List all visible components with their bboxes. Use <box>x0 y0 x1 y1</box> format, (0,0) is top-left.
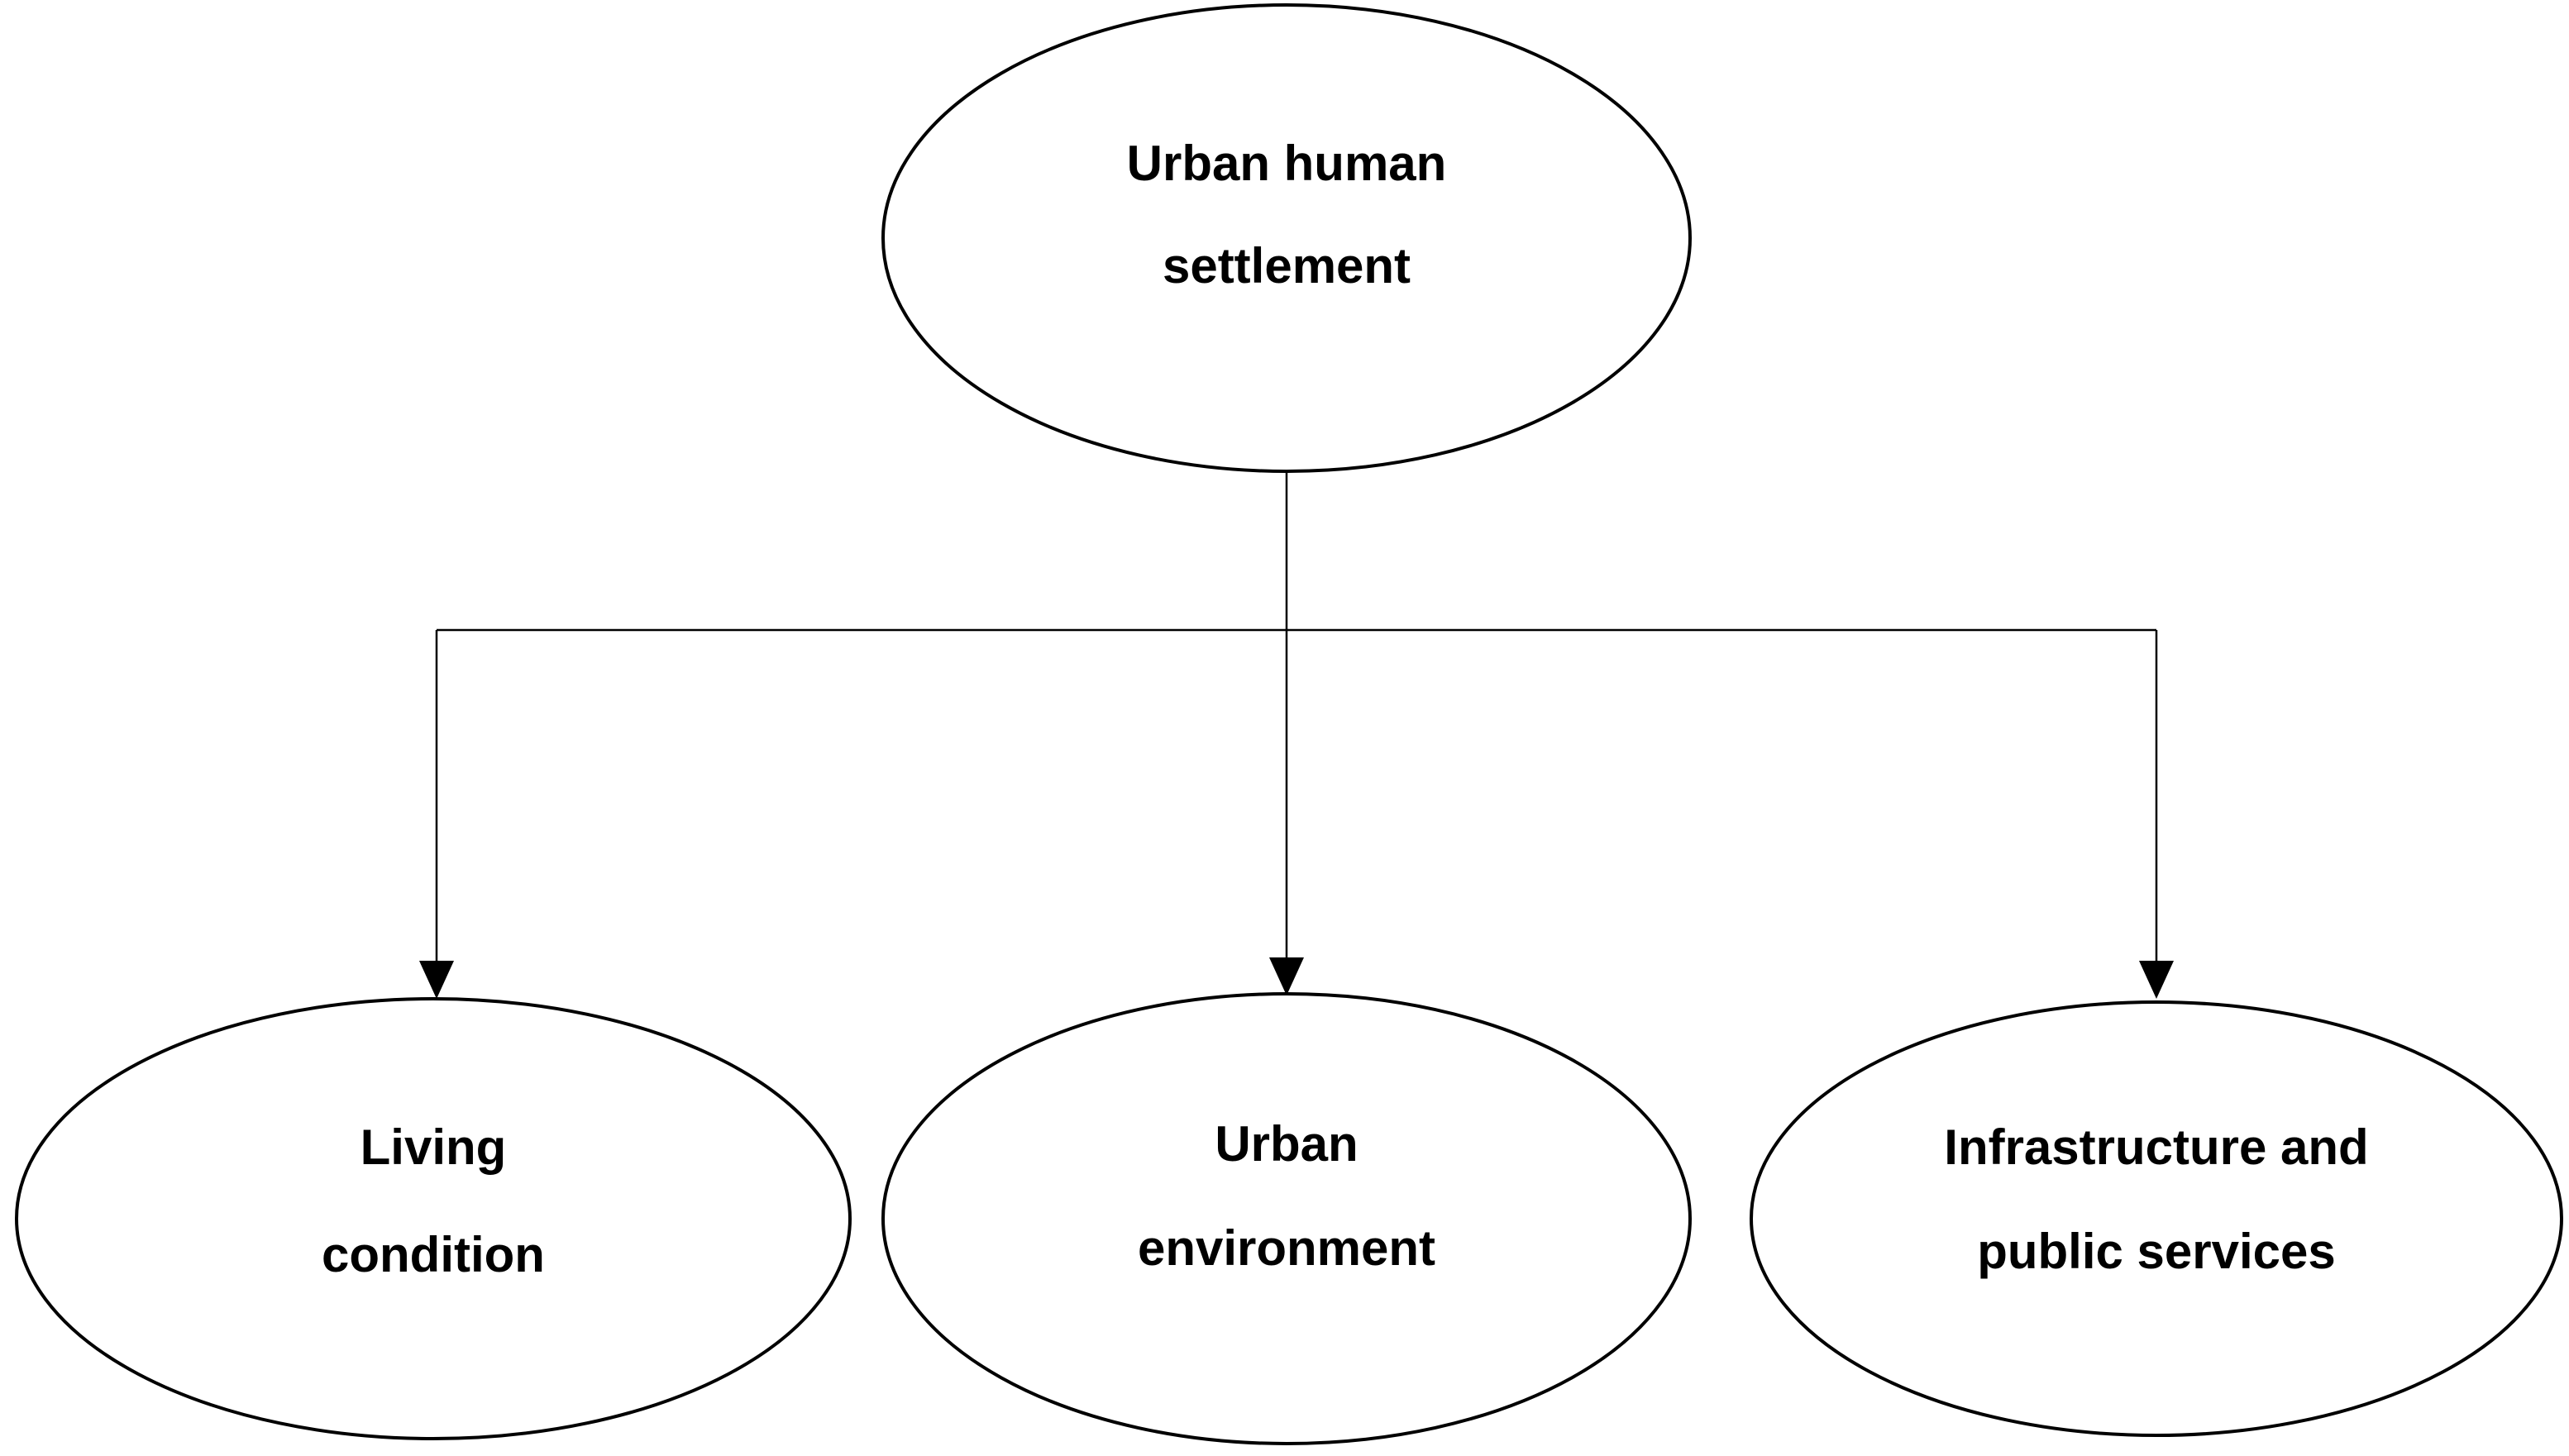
child-node-infrastructure: Infrastructure and public services <box>1750 1000 2563 1437</box>
living-condition-label-line1: Living <box>361 1119 507 1175</box>
living-condition-label-line2: condition <box>322 1227 545 1282</box>
infrastructure-label-line1: Infrastructure and <box>1944 1119 2368 1175</box>
child-node-urban-environment: Urban environment <box>881 992 1692 1445</box>
root-node-label-line2: settlement <box>1163 238 1411 294</box>
arrow-to-urban-environment <box>1269 957 1304 995</box>
child-node-living-condition: Living condition <box>15 997 852 1440</box>
arrow-to-living-condition <box>419 961 454 999</box>
connectors <box>419 471 2174 999</box>
infrastructure-ellipse <box>1750 1000 2563 1437</box>
urban-environment-label-line2: environment <box>1138 1220 1435 1276</box>
infrastructure-label-line2: public services <box>1977 1224 2336 1279</box>
urban-environment-ellipse <box>881 992 1692 1445</box>
arrow-to-infrastructure <box>2139 961 2174 999</box>
root-node-label-line1: Urban human <box>1127 136 1447 191</box>
urban-environment-label-line1: Urban <box>1215 1116 1358 1172</box>
living-condition-ellipse <box>15 997 852 1440</box>
root-node: Urban human settlement <box>881 3 1692 473</box>
